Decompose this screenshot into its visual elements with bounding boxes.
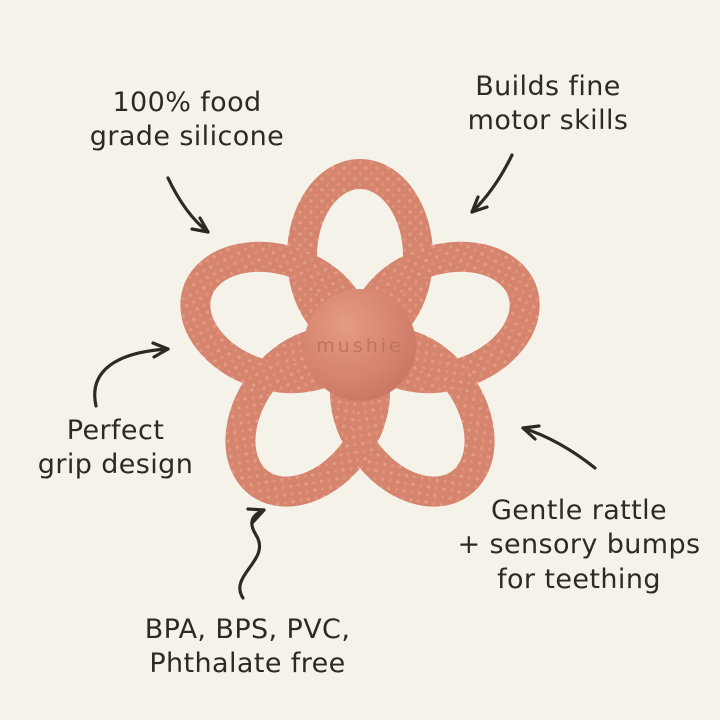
- annotation-rattle-sensory: Gentle rattle + sensory bumps for teethi…: [448, 494, 710, 597]
- annotation-line: motor skills: [467, 105, 629, 137]
- arrow-silicone: [166, 176, 210, 234]
- center-sphere: [304, 289, 416, 401]
- arrow-grip: [93, 341, 170, 408]
- annotation-line: Phthalate free: [149, 648, 346, 680]
- arrow-materials: [238, 507, 266, 600]
- annotation-line: Builds fine: [475, 71, 621, 102]
- annotation-line: for teething: [497, 563, 661, 595]
- annotation-line: BPA, BPS, PVC,: [144, 614, 351, 645]
- annotation-line: Perfect: [66, 415, 165, 446]
- arrow-motor: [470, 153, 514, 214]
- annotation-motor-skills: Builds fine motor skills: [438, 70, 658, 139]
- annotation-line: grip design: [37, 449, 194, 481]
- annotation-grip-design: Perfect grip design: [18, 414, 213, 483]
- annotation-line: 100% food: [112, 87, 262, 118]
- annotation-line: Gentle rattle: [490, 495, 668, 526]
- annotation-food-grade-silicone: 100% food grade silicone: [62, 86, 312, 155]
- arrow-rattle: [521, 424, 597, 470]
- annotation-line: + sensory bumps: [457, 529, 701, 561]
- brand-text: mushie: [316, 335, 403, 357]
- annotation-line: grade silicone: [89, 121, 285, 153]
- annotation-materials-free: BPA, BPS, PVC, Phthalate free: [115, 613, 380, 682]
